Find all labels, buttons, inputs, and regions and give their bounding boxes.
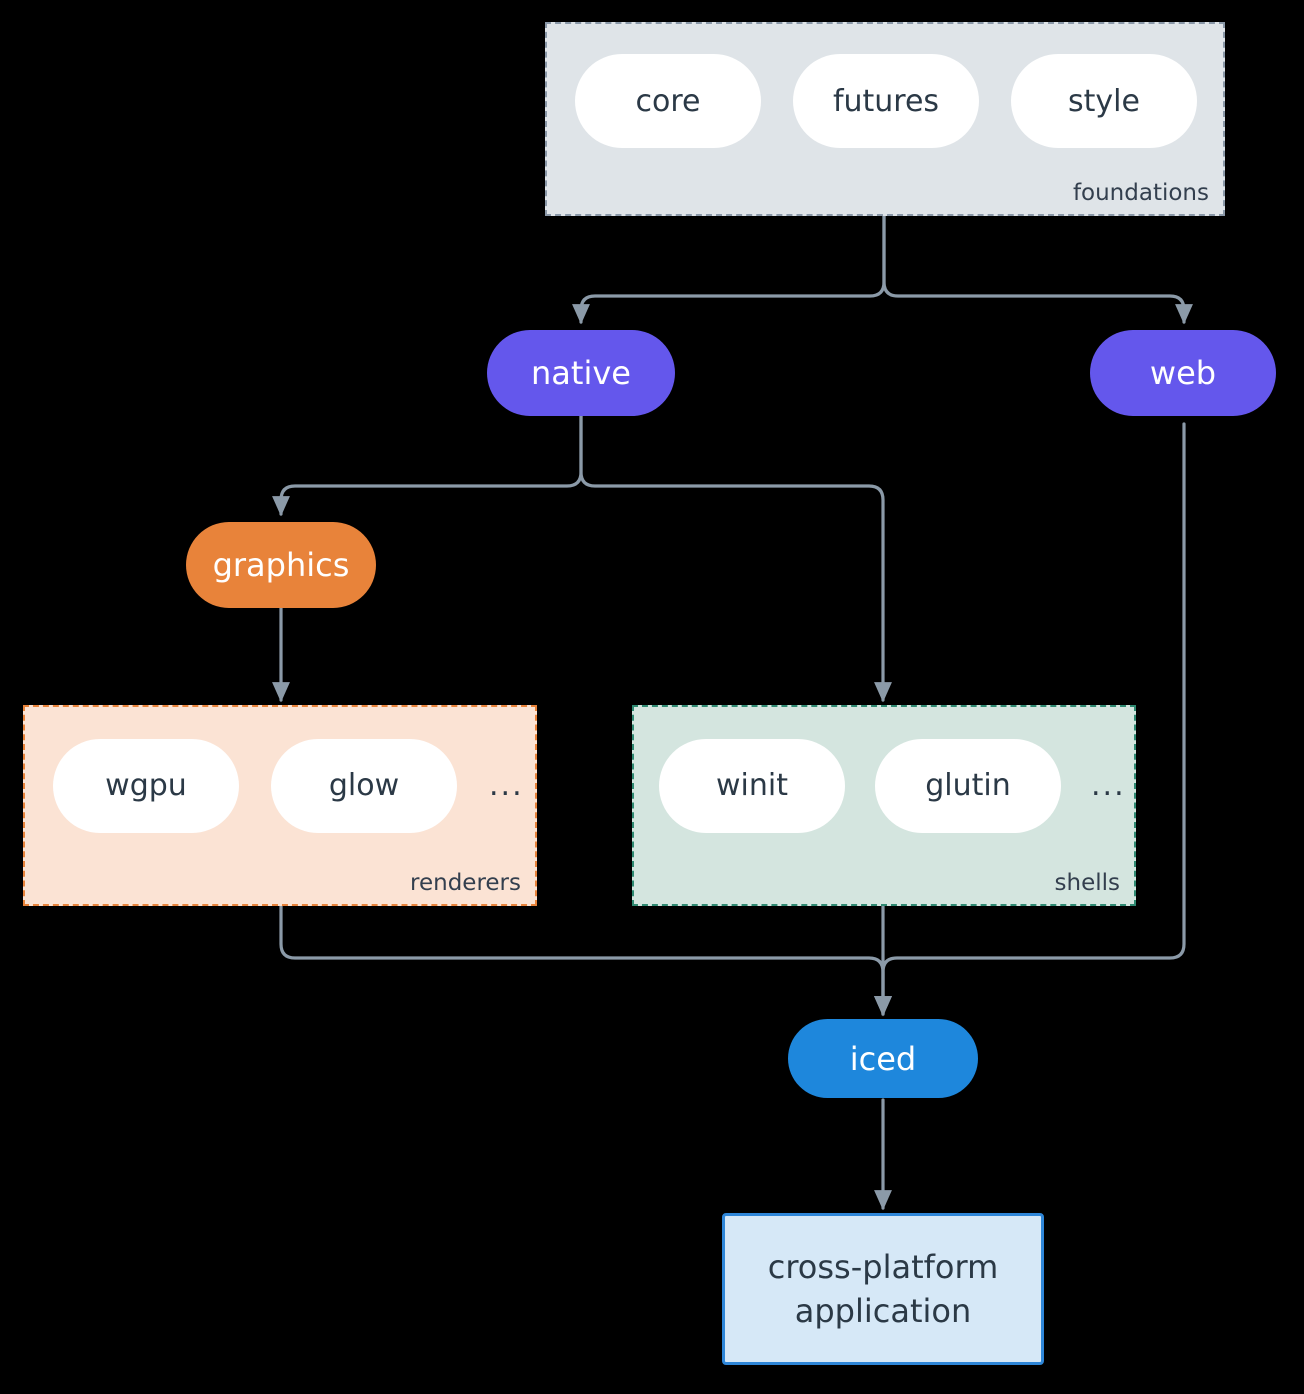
node-core-label: core: [635, 83, 701, 119]
node-native-label: native: [531, 354, 631, 392]
node-glow[interactable]: glow: [271, 738, 457, 833]
node-graphics[interactable]: graphics: [186, 522, 376, 608]
edge-native-graphics: [272, 414, 583, 517]
node-futures[interactable]: futures: [793, 54, 979, 148]
cluster-renderers: wgpu glow ... renderers: [23, 705, 537, 906]
application-line-2: application: [794, 1292, 972, 1330]
node-web[interactable]: web: [1090, 330, 1276, 416]
node-renderers-ellipsis: ...: [489, 767, 524, 803]
node-style[interactable]: style: [1011, 54, 1197, 148]
cluster-shells-label: shells: [1054, 870, 1120, 896]
node-iced[interactable]: iced: [788, 1019, 978, 1098]
edge-native-shells: [579, 414, 892, 703]
node-web-label: web: [1149, 354, 1217, 392]
cluster-renderers-label: renderers: [410, 870, 521, 896]
node-cross-platform-application[interactable]: cross-platform application: [722, 1213, 1044, 1365]
node-futures-label: futures: [832, 83, 940, 119]
node-shells-ellipsis: ...: [1091, 767, 1126, 803]
node-wgpu[interactable]: wgpu: [53, 738, 239, 833]
edge-renderers-iced: [279, 904, 892, 1017]
cluster-foundations-label: foundations: [1072, 180, 1209, 206]
edge-foundations-web: [882, 214, 1193, 325]
node-native[interactable]: native: [487, 330, 675, 416]
node-wgpu-label: wgpu: [105, 768, 187, 803]
node-iced-label: iced: [849, 1039, 917, 1078]
node-core[interactable]: core: [575, 54, 761, 148]
node-glow-label: glow: [328, 768, 400, 803]
edge-foundations-native: [572, 214, 886, 325]
node-winit-label: winit: [716, 768, 788, 803]
cluster-shells: winit glutin ... shells: [632, 705, 1136, 906]
node-graphics-label: graphics: [212, 546, 350, 584]
application-line-1: cross-platform: [767, 1247, 999, 1286]
node-style-label: style: [1068, 83, 1140, 119]
node-glutin-label: glutin: [925, 768, 1011, 803]
cluster-foundations: core futures style foundations: [545, 22, 1225, 216]
node-winit[interactable]: winit: [659, 738, 845, 833]
node-glutin[interactable]: glutin: [875, 738, 1061, 833]
